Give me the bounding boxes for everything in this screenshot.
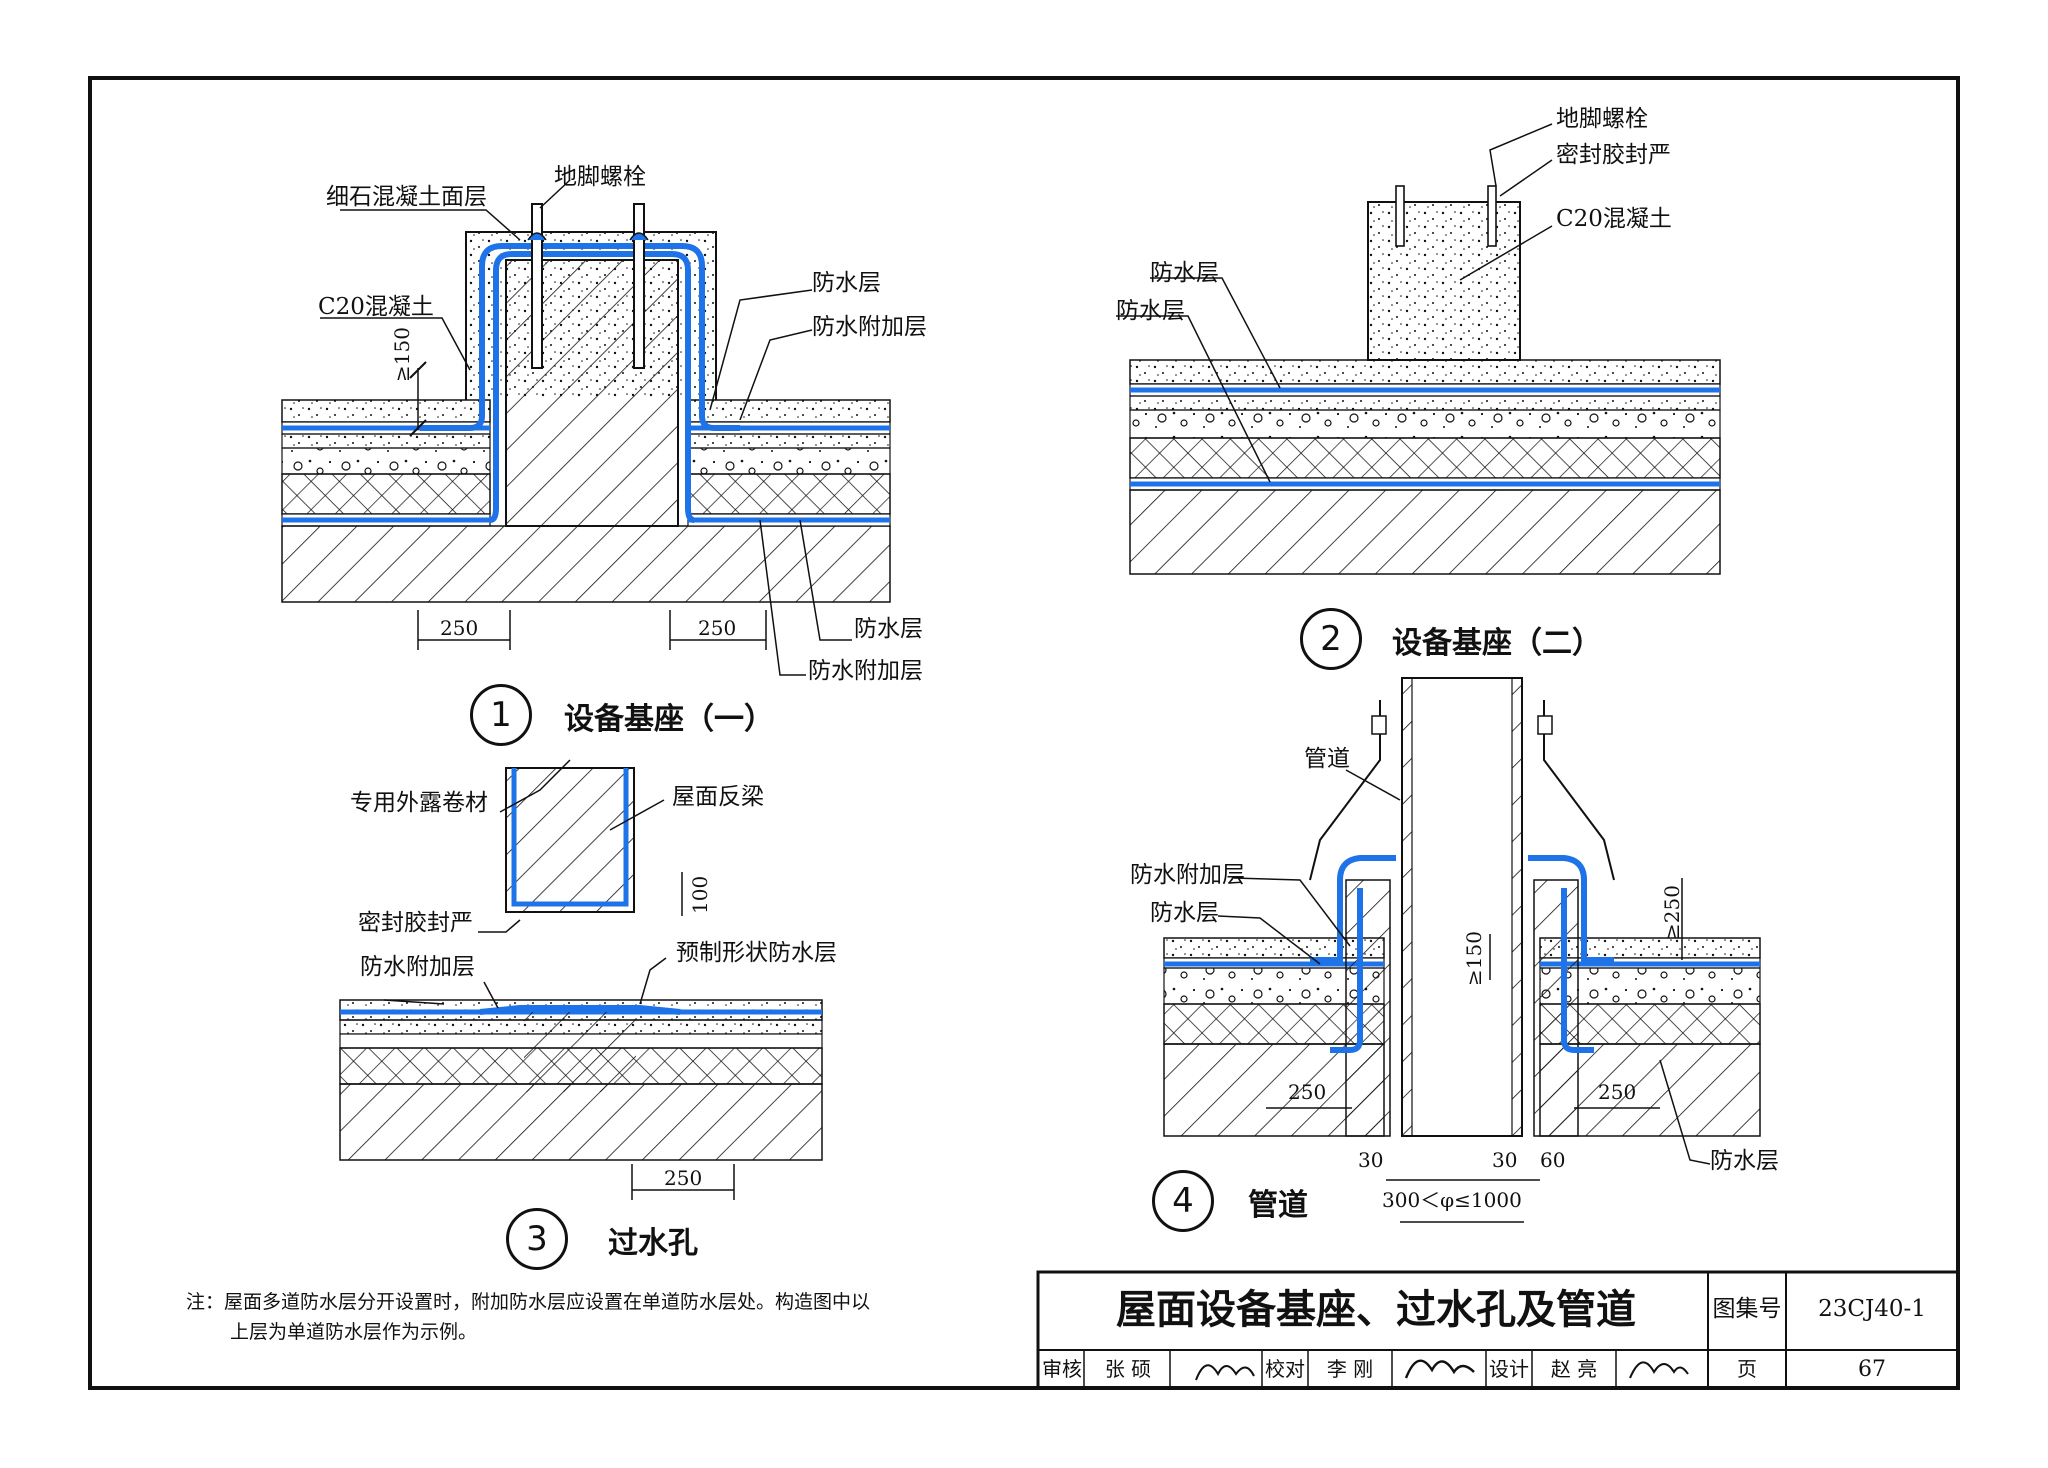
dim-gap-2: 30 bbox=[1492, 1148, 1518, 1172]
detail-2-title: 设备基座（二） bbox=[1392, 626, 1602, 661]
dim-right-1: 250 bbox=[698, 616, 737, 640]
label-anchor-bolt-1: 地脚螺栓 bbox=[554, 164, 646, 190]
label-additional-layer-1: 防水附加层 bbox=[812, 314, 927, 340]
label-waterproof-layer-1: 防水层 bbox=[812, 270, 881, 296]
label-c20-concrete-2: C20混凝土 bbox=[1556, 206, 1672, 232]
label-fine-aggregate-topping: 细石混凝土面层 bbox=[326, 184, 487, 210]
detail-3-drawing bbox=[339, 759, 823, 1200]
label-exposed-membrane: 专用外露卷材 bbox=[350, 790, 488, 816]
detail-3-title: 过水孔 bbox=[608, 1226, 698, 1261]
designer-name: 赵 亮 bbox=[1550, 1357, 1598, 1381]
dim-gap-3: 60 bbox=[1540, 1148, 1566, 1172]
label-waterproof-layer-2b: 防水层 bbox=[1116, 298, 1185, 324]
label-sealant-3: 密封胶封严 bbox=[358, 910, 473, 936]
check-label: 校对 bbox=[1265, 1357, 1305, 1381]
note-line-1: 注：屋面多道防水层分开设置时，附加防水层应设置在单道防水层处。构造图中以 bbox=[186, 1291, 871, 1313]
detail-4-title: 管道 bbox=[1248, 1188, 1308, 1223]
label-sealant-2: 密封胶封严 bbox=[1556, 142, 1671, 168]
sheet-border bbox=[88, 76, 1960, 1390]
dim-height-4r: ≥250 bbox=[1660, 885, 1684, 940]
label-anchor-bolt-2: 地脚螺栓 bbox=[1556, 106, 1648, 132]
drawing-title: 屋面设备基座、过水孔及管道 bbox=[1116, 1287, 1636, 1333]
detail-2-number: 2 bbox=[1300, 608, 1362, 670]
atlas-number: 23CJ40-1 bbox=[1818, 1296, 1926, 1322]
detail-1-title: 设备基座（一） bbox=[564, 702, 774, 737]
label-additional-layer-3: 防水附加层 bbox=[360, 954, 475, 980]
label-waterproof-layer-1b: 防水层 bbox=[854, 616, 923, 642]
review-label: 审核 bbox=[1042, 1357, 1082, 1381]
dim-height-4l: ≥150 bbox=[1462, 931, 1486, 986]
note-line-2: 上层为单道防水层作为示例。 bbox=[230, 1321, 478, 1343]
label-additional-layer-1b: 防水附加层 bbox=[808, 658, 923, 684]
label-waterproof-layer-4: 防水层 bbox=[1150, 900, 1219, 926]
detail-3-number: 3 bbox=[506, 1208, 568, 1270]
label-upturned-beam: 屋面反梁 bbox=[672, 784, 764, 810]
dim-diameter: 300＜φ≤1000 bbox=[1382, 1188, 1522, 1212]
dim-gap-1: 30 bbox=[1358, 1148, 1384, 1172]
atlas-label: 图集号 bbox=[1712, 1296, 1782, 1322]
dim-height-1: ≥150 bbox=[390, 327, 414, 382]
label-waterproof-layer-2a: 防水层 bbox=[1150, 260, 1219, 286]
label-preformed-layer: 预制形状防水层 bbox=[676, 940, 837, 966]
label-waterproof-layer-4r: 防水层 bbox=[1710, 1148, 1779, 1174]
label-c20-concrete-1: C20混凝土 bbox=[318, 294, 434, 320]
label-pipe: 管道 bbox=[1304, 746, 1350, 772]
dim-left-4: 250 bbox=[1288, 1080, 1327, 1104]
dim-right-4: 250 bbox=[1598, 1080, 1637, 1104]
design-label: 设计 bbox=[1489, 1357, 1529, 1381]
detail-4-number: 4 bbox=[1152, 1170, 1214, 1232]
detail-2-drawing bbox=[1116, 123, 1721, 575]
detail-4-drawing bbox=[1163, 677, 1761, 1223]
dim-left-1: 250 bbox=[440, 616, 479, 640]
page-number: 67 bbox=[1858, 1357, 1886, 1382]
page-label: 页 bbox=[1737, 1357, 1757, 1381]
checker-name: 李 刚 bbox=[1326, 1357, 1374, 1381]
reviewer-name: 张 硕 bbox=[1104, 1357, 1152, 1381]
title-block-grid bbox=[1036, 1270, 1960, 1390]
detail-1-drawing bbox=[281, 179, 891, 676]
dim-width-3: 250 bbox=[664, 1166, 703, 1190]
label-additional-layer-4: 防水附加层 bbox=[1130, 862, 1245, 888]
dim-height-3: 100 bbox=[688, 875, 712, 914]
detail-1-number: 1 bbox=[470, 684, 532, 746]
